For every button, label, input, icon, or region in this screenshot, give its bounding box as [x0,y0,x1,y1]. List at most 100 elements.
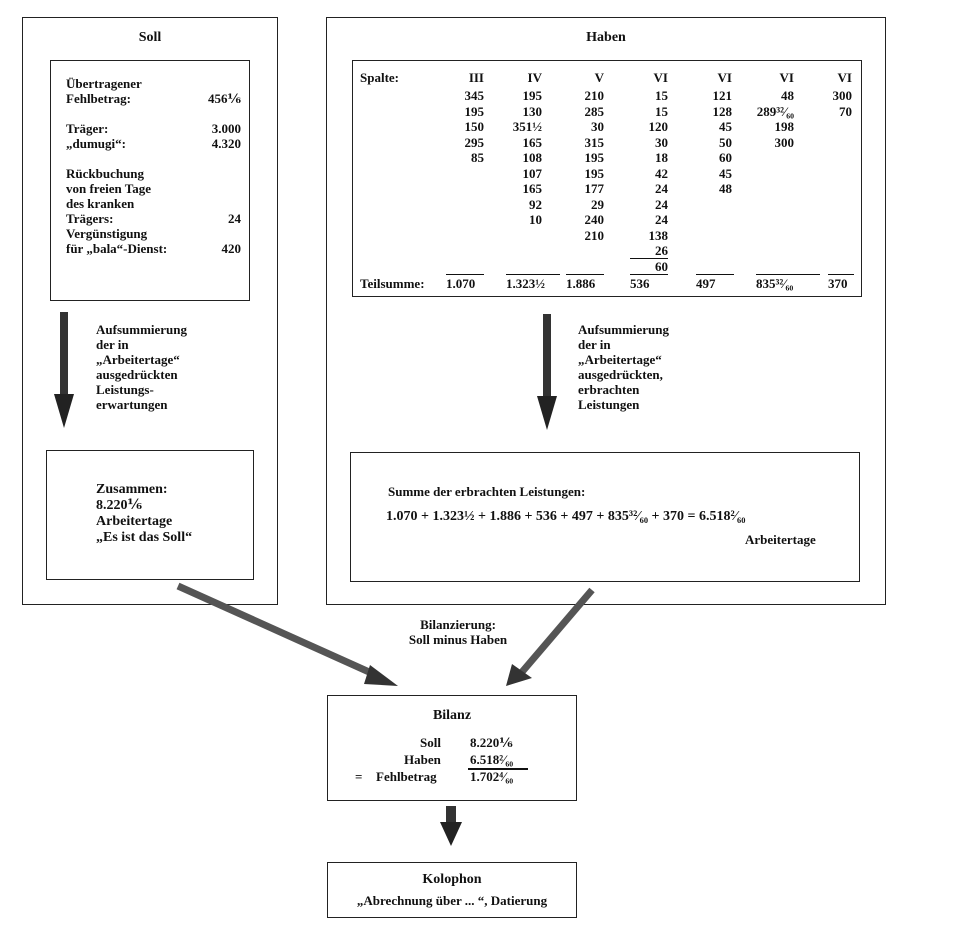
soll-arrow-text: Aufsummierung der in „Arbeitertage“ ausg… [96,322,187,412]
table-cell: 18 [655,150,668,165]
table-cell: 70 [839,103,852,119]
table-cell: 45 [719,165,732,181]
carried-label-2: Fehlbetrag: [66,91,131,106]
subtotal-overline [446,274,484,275]
subtotal-1: 1.070 [446,276,476,291]
verg-value: 420 [221,241,242,256]
rueck-label-4: Trägers: [66,211,114,226]
subtotal-5: 497 [696,276,716,291]
table-cell: 165 [522,181,543,196]
carried-value: 456⅙ [208,91,241,106]
soll-total-line-4: „Es ist das Soll“ [96,530,193,545]
haben-arrow-line-6: Leistungen [578,397,640,412]
bilanz-soll-value: 8.220⅙ [470,735,513,750]
soll-down-arrow [54,312,74,428]
subtotal-overline [696,274,734,275]
carried-label-1: Übertragener [66,76,142,91]
table-cell: 60 [719,150,732,165]
table-cell: 130 [522,103,543,119]
table-cell: 24 [655,181,668,196]
table-cell: 195 [584,165,605,181]
column-header-3: V [594,70,604,85]
table-cell: 29 [591,196,604,212]
table-cell: 60 [655,258,668,274]
table-cell: 24 [655,212,668,227]
table-cell: 45 [719,119,732,134]
subtotal-overline [506,274,560,275]
subtotal-2: 1.323½ [506,276,545,291]
table-cell: 24 [655,196,668,212]
table-cell: 300 [832,88,853,103]
bilanz-title: Bilanz [432,708,472,723]
rueck-label-3: des kranken [66,196,135,211]
table-cell: 120 [648,119,669,134]
table-cell: 128 [712,103,733,119]
table-cell: 10 [529,212,542,227]
table-cell: 107 [522,165,543,181]
bilanz-equals: = [355,769,363,784]
subtotal-overline [828,274,854,275]
verg-label-1: Vergünstigung [66,226,148,241]
spalte-label: Spalte: [360,70,399,85]
soll-arrow-line-1: Aufsummierung [96,322,188,337]
table-cell: 30 [591,119,604,134]
bilanzierung-line-2: Soll minus Haben [408,632,508,647]
table-cell: 30 [655,134,668,150]
subtotal-3: 1.886 [566,276,596,291]
haben-arrow-line-4: ausgedrückten, [578,367,663,382]
kolophon-title: Kolophon [422,872,482,887]
bilanzierung-label: Bilanzierung: Soll minus Haben [388,617,528,647]
table-cell: 150 [464,119,485,134]
table-cell: 15 [655,88,668,103]
table-cell: 195 [522,88,543,103]
column-rule [630,258,668,259]
haben-total-box [350,452,860,582]
table-cell: 289³²⁄₆₀ [756,103,794,119]
haben-arrow-line-1: Aufsummierung [578,322,670,337]
soll-total: Zusammen: 8.220⅙ Arbeitertage „Es ist da… [96,482,192,546]
soll-arrow-line-5: Leistungs- [96,382,154,397]
soll-arrow-line-4: ausgedrückten [96,367,178,382]
column-header-2: IV [527,70,542,85]
soll-total-line-2: 8.220⅙ [96,498,142,513]
haben-title: Haben [586,30,626,45]
haben-arrow-line-2: der in [578,337,611,352]
table-cell: 351½ [512,119,542,134]
table-cell: 210 [584,227,605,243]
bilanz-underline [468,768,528,770]
subtotal-overline [630,274,668,275]
bilanz-fehl-value: 1.702⁴⁄₆₀ [470,769,514,784]
table-cell: 315 [584,134,605,150]
soll-arrow-line-2: der in [96,337,129,352]
haben-total-formula: 1.070 + 1.323½ + 1.886 + 536 + 497 + 835… [386,509,746,524]
table-cell: 108 [522,150,543,165]
table-cell: 50 [719,134,732,150]
haben-total-unit: Arbeitertage [745,532,816,547]
haben-down-arrow [537,314,557,430]
haben-table-box [352,60,862,297]
subtotal-6: 835³²⁄₆₀ [756,276,794,291]
dumugi-value: 4.320 [211,136,241,151]
verg-label-2: für „bala“-Dienst: [66,241,168,256]
table-cell: 165 [522,134,543,150]
bilanz-to-kolophon-arrow [440,806,462,846]
soll-entries: Übertragener Fehlbetrag: 456⅙ Träger: 3.… [66,76,241,256]
dumugi-label: „dumugi“: [66,136,126,151]
haben-to-bilanz-arrow [506,587,595,686]
traeger-value: 3.000 [211,121,241,136]
table-cell: 92 [529,196,542,212]
rueck-label-1: Rückbuchung [66,166,145,181]
soll-total-line-1: Zusammen: [96,482,168,497]
table-cell: 210 [584,88,605,103]
rueck-value: 24 [228,211,241,226]
table-cell: 198 [774,119,795,134]
soll-entries-box [50,60,250,301]
table-cell: 195 [464,103,485,119]
kolophon-text: „Abrechnung über ... “, Datierung [356,893,548,908]
column-header-4: VI [653,70,668,85]
soll-to-bilanz-arrow [176,582,398,686]
column-header-6: VI [779,70,794,85]
soll-title: Soll [138,30,162,45]
table-cell: 48 [781,88,794,103]
